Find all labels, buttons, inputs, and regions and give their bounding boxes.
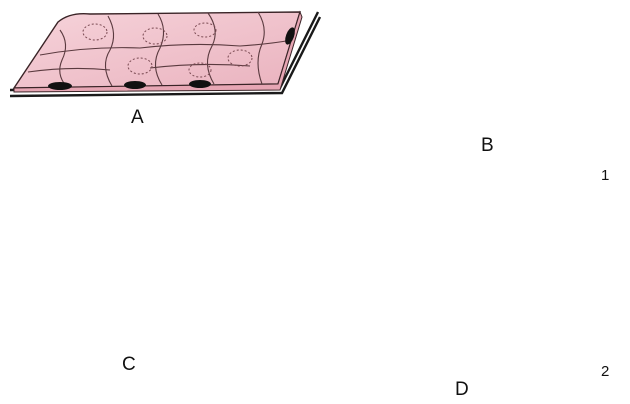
panel-label-d: D bbox=[455, 380, 469, 399]
callout-label-1: 1 bbox=[601, 168, 609, 183]
panel-label-c: C bbox=[122, 355, 136, 374]
panel-label-a: A bbox=[131, 108, 144, 127]
panel-a-squamous bbox=[10, 12, 320, 96]
panel-a-cell-sheet bbox=[14, 12, 300, 88]
panel-label-b: B bbox=[481, 136, 494, 155]
callout-label-2: 2 bbox=[601, 364, 609, 379]
